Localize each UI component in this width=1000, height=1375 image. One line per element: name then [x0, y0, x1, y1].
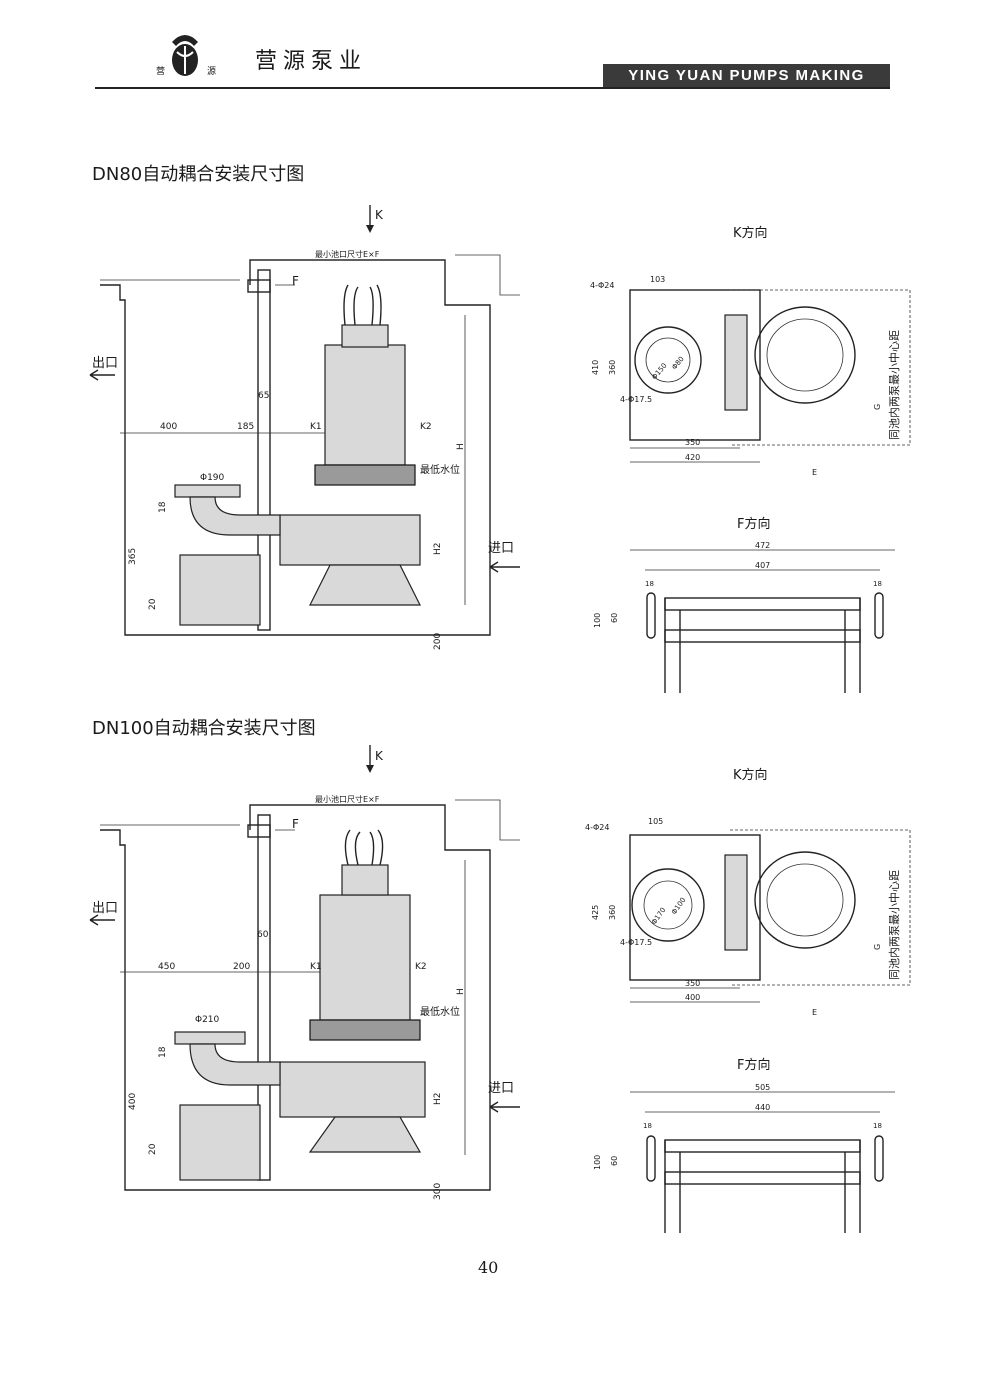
k-view-title-2: K方向 [733, 768, 768, 783]
k-dim-c100: Φ100 [670, 896, 687, 916]
k-dim-410: 410 [591, 360, 600, 375]
dim-60: 60 [257, 930, 269, 940]
f-dim-18b-2: 18 [873, 1122, 882, 1130]
f-dim-440: 440 [755, 1103, 770, 1112]
pit-size-label: 最小池口尺寸E×F [315, 249, 380, 259]
dim-h2: H2 [433, 543, 443, 556]
f-dim-100-2: 100 [593, 1155, 602, 1170]
pit-size-label-2: 最小池口尺寸E×F [315, 794, 380, 804]
k-dim-350-2: 350 [685, 979, 700, 988]
inlet-label-2: 进口 [488, 1081, 514, 1096]
logo-char-left: 营 [156, 67, 166, 77]
f-arrow-label: F [292, 274, 299, 288]
logo-emblem-icon [172, 35, 198, 76]
k-dim-400: 400 [685, 993, 700, 1002]
dim-185: 185 [237, 422, 254, 432]
dim-h2-2: H2 [433, 1093, 443, 1106]
outlet-label-2: 出口 [92, 901, 118, 916]
k-arrow-label-2: K [375, 749, 384, 763]
dim-200: 200 [233, 962, 250, 972]
f-dim-60-2: 60 [610, 1156, 619, 1166]
f-dim-407: 407 [755, 561, 770, 570]
f-view-title-2: F方向 [737, 1058, 771, 1073]
k-dim-c80: Φ80 [670, 355, 685, 371]
dim-18-2: 18 [158, 1046, 168, 1058]
dim-k1: K1 [310, 422, 322, 432]
section-title-dn100: DN100自动耦合安装尺寸图 [92, 718, 316, 739]
dim-k2: K2 [420, 422, 432, 432]
f-dim-100: 100 [593, 613, 602, 628]
f-dim-18b: 18 [873, 580, 882, 588]
company-logo [150, 30, 220, 80]
dim-18: 18 [158, 501, 168, 513]
dim-h: H [456, 443, 466, 450]
k-bolt-label: 4-Φ24 [590, 281, 614, 290]
section-title-dn80: DN80自动耦合安装尺寸图 [92, 164, 305, 185]
water-level-label-2: 最低水位 [420, 1005, 460, 1018]
k-dim-360-2: 360 [608, 905, 617, 920]
k-dim-350: 350 [685, 438, 700, 447]
dim-200: 200 [433, 633, 443, 650]
k-bolt-label-2: 4-Φ24 [585, 823, 609, 832]
k-arrow-label: K [375, 208, 384, 222]
k-dim-105: 105 [648, 817, 663, 826]
dim-k2-2: K2 [415, 962, 427, 972]
k-dim-103: 103 [650, 275, 665, 284]
f-dim-472: 472 [755, 541, 770, 550]
k-g-label-2: 同池内两泵最小中心距 [887, 870, 901, 980]
k-dim-c170: Φ170 [650, 906, 667, 926]
water-level-label: 最低水位 [420, 463, 460, 476]
dim-400: 400 [160, 422, 177, 432]
k-dim-420: 420 [685, 453, 700, 462]
logo-char-right: 源 [207, 67, 217, 77]
f-arrow-label-2: F [292, 817, 299, 831]
k-dim-425: 425 [591, 905, 600, 920]
f-dim-505: 505 [755, 1083, 770, 1092]
k-dim-c150: Φ150 [650, 362, 668, 382]
dim-400v: 400 [128, 1093, 138, 1110]
dn80-k-view: 4-Φ24 4-Φ17.5 103 410 360 Φ150 Φ80 350 4… [590, 275, 911, 477]
dn100-f-view: 505 440 18 18 100 60 [593, 1083, 895, 1233]
k-g-label: 同池内两泵最小中心距 [887, 330, 901, 440]
k-dim-e: E [812, 468, 817, 477]
dim-20-2: 20 [148, 1143, 158, 1155]
k-dim-e-2: E [812, 1008, 817, 1017]
k-dim-g-2: G [873, 944, 882, 950]
brand-name-cn: 营源泵业 [255, 49, 368, 74]
dim-20: 20 [148, 598, 158, 610]
dim-k1-2: K1 [310, 962, 322, 972]
f-dim-18a-2: 18 [643, 1122, 652, 1130]
dim-300: 300 [433, 1183, 443, 1200]
header-rule [95, 87, 890, 89]
dim-flange: Φ190 [200, 473, 225, 483]
k-dim-360: 360 [608, 360, 617, 375]
dim-h-2: H [456, 988, 466, 995]
dim-flange-2: Φ210 [195, 1015, 220, 1025]
dn80-f-view: 472 407 18 18 100 60 [593, 541, 895, 693]
inlet-label: 进口 [488, 541, 514, 556]
dn100-section-drawing: K 最小池口尺寸E×F F 出口 进口 450 200 K1 K2 60 Φ21… [89, 745, 520, 1200]
k-view-title-1: K方向 [733, 226, 768, 241]
dim-65: 65 [258, 391, 269, 401]
f-dim-60: 60 [610, 613, 619, 623]
f-view-title-1: F方向 [737, 517, 771, 532]
dim-450: 450 [158, 962, 175, 972]
dn80-section-drawing: K 最小池口尺寸E×F F 出口 进口 400 185 K1 K2 65 Φ19… [89, 205, 520, 650]
dn100-k-view: 4-Φ24 4-Φ17.5 105 425 360 Φ170 Φ100 350 … [585, 817, 911, 1017]
k-bolt2-label-2: 4-Φ17.5 [620, 938, 652, 947]
f-dim-18a: 18 [645, 580, 654, 588]
page-number: 40 [478, 1258, 499, 1277]
brand-name-en: YING YUAN PUMPS MAKING [603, 64, 890, 87]
k-dim-g: G [873, 404, 882, 410]
dim-365: 365 [128, 548, 138, 565]
k-bolt2-label: 4-Φ17.5 [620, 395, 652, 404]
outlet-label: 出口 [92, 356, 118, 371]
